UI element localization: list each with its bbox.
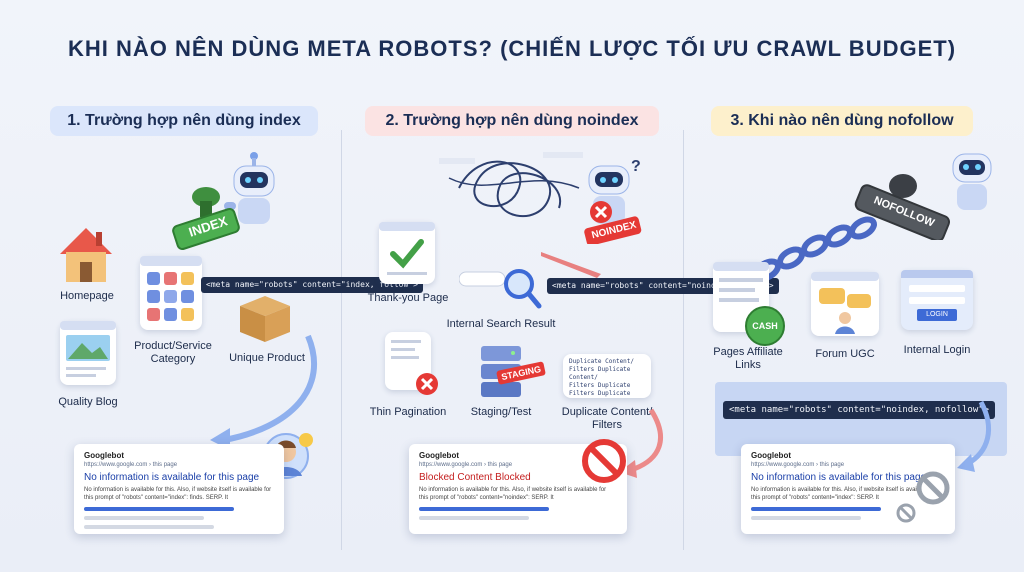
serp-headline: Blocked Content Blocked	[419, 472, 531, 483]
item-unique-product: Unique Product	[229, 352, 305, 364]
section-index: 1. Trường hợp nên dùng index INDEX Homep…	[0, 98, 423, 564]
house-icon	[60, 228, 112, 282]
item-thank-you-page: Thank-you Page	[367, 292, 449, 304]
serp-headline: No information is available for this pag…	[751, 472, 927, 483]
section-heading: 3. Khi nào nên dùng nofollow	[711, 106, 973, 136]
serp-url: https://www.google.com › this page	[84, 462, 178, 468]
item-quality-blog: Quality Blog	[58, 396, 118, 408]
serp-bar	[419, 516, 529, 520]
serp-bar	[84, 525, 214, 529]
item-product-category: Product/Service Category	[134, 340, 212, 365]
prohibited-icon	[896, 503, 916, 523]
divider-1	[341, 130, 342, 550]
section-noindex: 2. Trường hợp nên dùng noindex ? NOINDEX	[341, 98, 779, 564]
serp-bar	[751, 507, 881, 511]
error-icon	[416, 373, 438, 395]
code-panel	[715, 382, 1007, 456]
item-internal-search: Internal Search Result	[446, 318, 556, 330]
serp-card: Googlebot https://www.google.com › this …	[74, 444, 284, 534]
section-nofollow: 3. Khi nào nên dùng nofollow NOFOLLOW	[683, 98, 1023, 564]
dup-doc-line: Filters Duplicate Content/	[569, 366, 631, 381]
noindex-stamp-icon: NOINDEX	[581, 200, 645, 246]
curved-arrow-icon	[210, 334, 317, 448]
forum-icon	[811, 272, 879, 336]
serp-snippet: No information is available for this. Al…	[84, 487, 272, 501]
login-button: LOGIN	[917, 309, 957, 321]
curved-arrow-icon	[957, 400, 991, 472]
page-title: KHI NÀO NÊN DÙNG META ROBOTS? (CHIẾN LƯỢ…	[67, 36, 957, 61]
serp-bot-name: Googlebot	[419, 451, 459, 460]
cash-badge: CASH	[745, 306, 785, 346]
serp-snippet: No information is available for this. Al…	[419, 487, 607, 501]
duplicate-doc-icon: Duplicate Content/ Filters Duplicate Con…	[563, 354, 651, 398]
serp-bot-name: Googlebot	[751, 451, 791, 460]
item-thin-pagination: Thin Pagination	[369, 406, 447, 418]
item-staging: Staging/Test	[470, 406, 532, 418]
serp-bot-name: Googlebot	[84, 451, 124, 460]
robot-icon	[952, 153, 992, 210]
login-form-icon: LOGIN	[901, 270, 973, 330]
serp-snippet: No information is available for this. Al…	[751, 487, 939, 501]
meta-code-nofollow: <meta name="robots" content="noindex, no…	[723, 401, 996, 419]
pointer-arrow-icon	[541, 252, 601, 278]
tangle-icon	[439, 152, 583, 217]
blog-icon	[60, 321, 116, 385]
serp-bar	[751, 516, 861, 520]
index-stamp-icon: INDEX	[170, 183, 242, 251]
dup-doc-line: Filters Duplicate	[569, 390, 631, 397]
item-duplicate-content: Duplicate Content/ Filters	[561, 406, 653, 431]
serp-headline: No information is available for this pag…	[84, 472, 260, 483]
thank-you-page-icon	[379, 222, 435, 284]
divider-2	[683, 130, 684, 550]
section-heading: 2. Trường hợp nên dùng noindex	[365, 106, 659, 136]
serp-card: Googlebot https://www.google.com › this …	[741, 444, 955, 534]
serp-bar	[84, 507, 234, 511]
item-homepage: Homepage	[60, 290, 114, 302]
item-affiliate-links: Pages Affiliate Links	[713, 346, 783, 371]
meta-code-index: <meta name="robots" content="index, foll…	[201, 277, 423, 293]
prohibited-icon	[582, 439, 626, 483]
robot-icon	[224, 152, 275, 224]
box-icon	[240, 296, 290, 342]
item-internal-login: Internal Login	[903, 344, 971, 356]
serp-url: https://www.google.com › this page	[751, 462, 845, 468]
serp-bar	[84, 516, 204, 520]
cash-label: CASH	[752, 321, 778, 331]
question-mark-icon: ?	[631, 158, 641, 175]
prohibited-icon	[916, 471, 950, 505]
section-heading: 1. Trường hợp nên dùng index	[50, 106, 318, 136]
nofollow-stamp-icon: NOFOLLOW	[847, 170, 957, 242]
item-forum-ugc: Forum UGC	[815, 348, 875, 360]
dup-doc-line: Filters Duplicate	[569, 382, 631, 389]
serp-bar	[419, 507, 549, 511]
dup-doc-line: Duplicate Content/	[569, 358, 635, 365]
serp-url: https://www.google.com › this page	[419, 462, 513, 468]
category-grid-icon	[140, 256, 202, 330]
magnifier-icon	[459, 269, 542, 309]
